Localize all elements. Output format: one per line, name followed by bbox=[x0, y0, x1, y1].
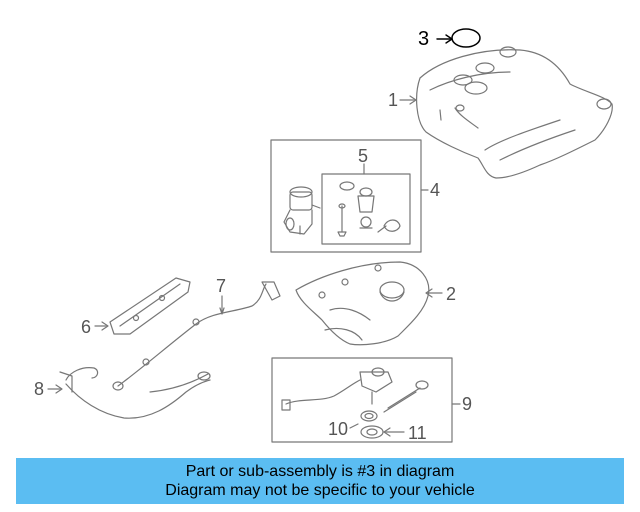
callout-7: 7 bbox=[216, 276, 227, 296]
parts-diagram bbox=[47, 28, 613, 443]
part-6-bracket bbox=[94, 277, 191, 335]
callout-3: 3 bbox=[418, 28, 430, 50]
part-7-cable bbox=[112, 281, 281, 393]
callout-11: 11 bbox=[408, 423, 427, 443]
part-2-shield bbox=[295, 261, 443, 346]
part-1-fuel-tank bbox=[399, 46, 613, 179]
part-5-hardware bbox=[337, 181, 401, 237]
part-11-retainer bbox=[360, 425, 405, 439]
part-8-harness bbox=[47, 367, 211, 419]
part-4-kit-box bbox=[270, 139, 422, 253]
info-banner: Part or sub-assembly is #3 in diagram Di… bbox=[16, 458, 624, 504]
banner-line-1: Part or sub-assembly is #3 in diagram bbox=[185, 463, 455, 480]
part-9-kit-box bbox=[271, 357, 453, 443]
callout-5: 5 bbox=[358, 146, 369, 166]
callout-8: 8 bbox=[34, 379, 45, 399]
banner-line-2: Diagram may not be specific to your vehi… bbox=[165, 482, 475, 499]
part-9-valve-assembly bbox=[281, 367, 429, 413]
callout-6: 6 bbox=[81, 317, 92, 337]
callout-4: 4 bbox=[430, 180, 441, 200]
callout-9: 9 bbox=[462, 394, 473, 414]
part-5-kit-box bbox=[321, 173, 411, 245]
callout-1: 1 bbox=[388, 90, 399, 110]
callout-2: 2 bbox=[446, 284, 457, 304]
part-4-pump-unit bbox=[283, 186, 321, 235]
callout-10: 10 bbox=[328, 419, 349, 439]
part-10-o-ring bbox=[349, 410, 378, 429]
part-3-seal-ring bbox=[436, 28, 481, 48]
